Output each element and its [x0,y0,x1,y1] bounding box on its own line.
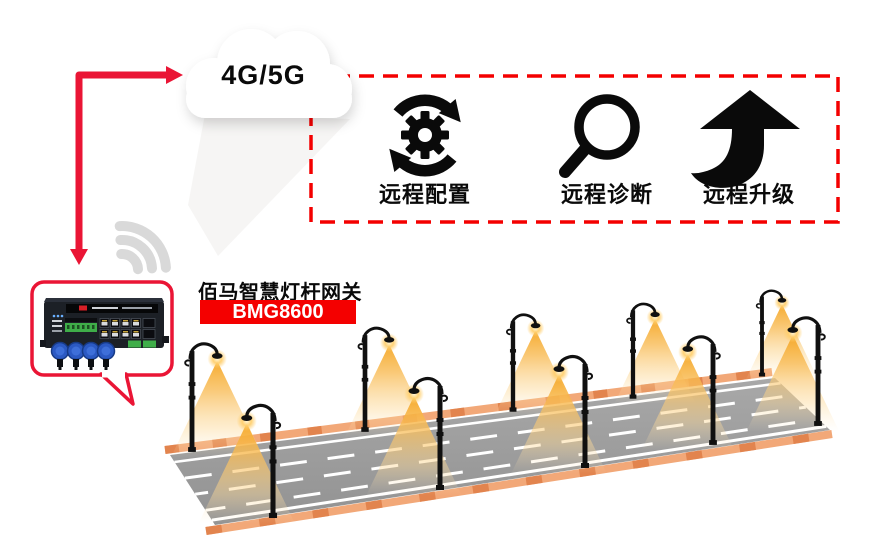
feature-label-remote-config: 远程配置 [378,182,471,207]
feature-box-dashed-border [309,74,840,224]
curb-texture [164,368,773,454]
gateway-model-badge: BMG8600 [200,300,356,324]
feature-label-remote-diagnosis: 远程诊断 [560,182,653,207]
upgrade-arrow-icon [691,90,800,188]
cloud-shape [186,29,352,118]
wifi-icon [114,221,171,275]
sync-gear-icon [389,94,461,177]
magnifier-icon [559,94,640,178]
gateway-callout [30,280,174,406]
power-connectors [50,341,116,370]
feature-label-remote-upgrade: 远程升级 [702,182,795,207]
gateway-device [40,298,169,370]
gateway-title: 佰马智慧灯杆网关 [198,282,362,304]
speech-bubble-tail [99,372,135,406]
cloud-shadow [188,114,350,256]
link-arrow [70,66,183,265]
cloud-label: 4G/5G [221,60,306,90]
